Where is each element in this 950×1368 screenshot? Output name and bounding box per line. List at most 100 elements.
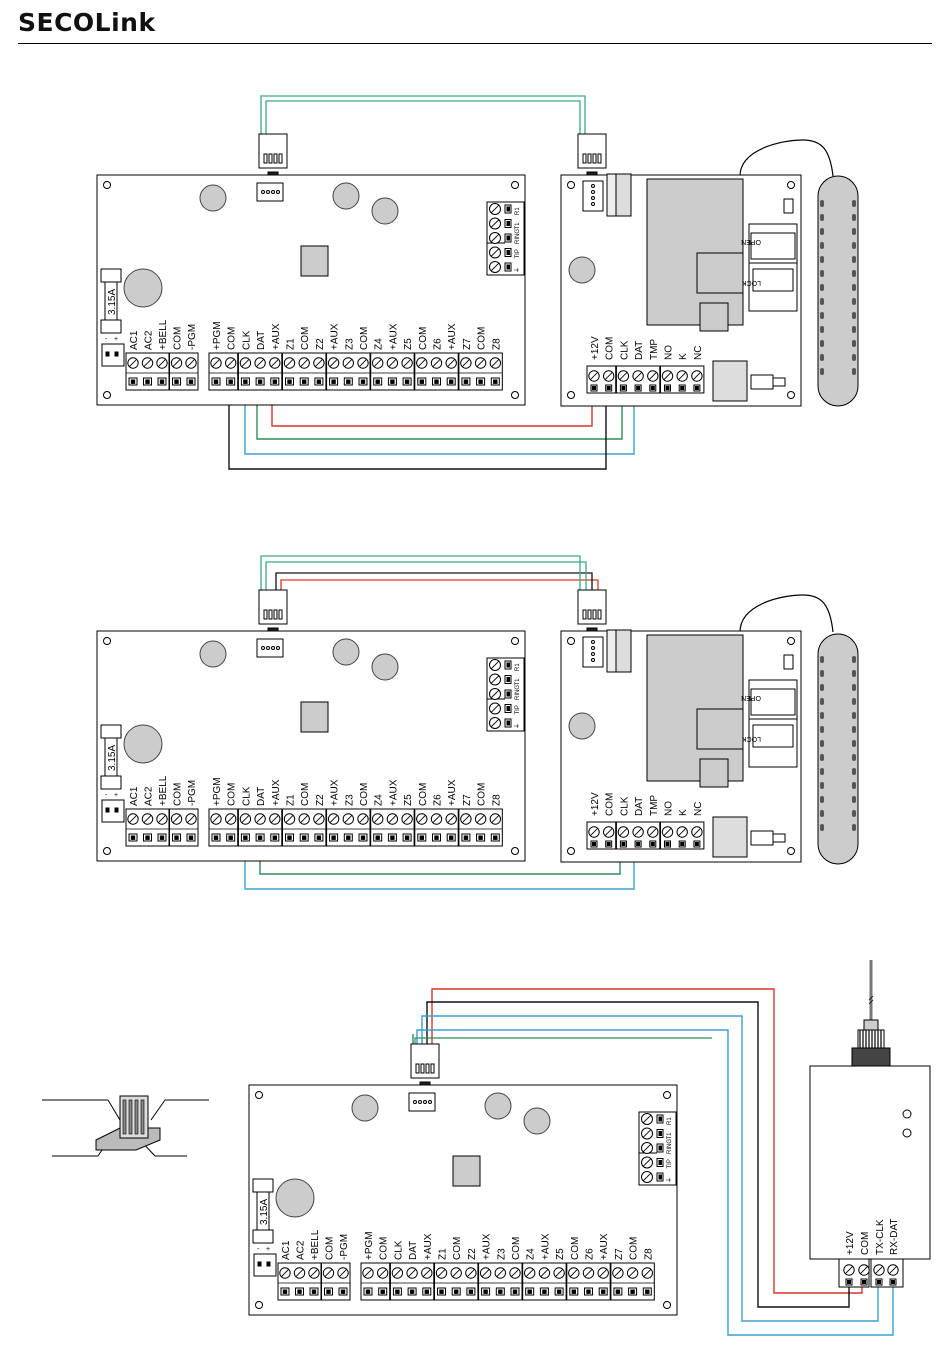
clamp-pin <box>630 1289 635 1294</box>
antenna-nut <box>857 1029 885 1049</box>
antenna-ridge <box>820 326 824 333</box>
clamp-pin <box>365 1289 371 1294</box>
panel-terminal-label: -PGM <box>187 780 198 806</box>
plug-body <box>258 589 288 625</box>
power-minus-label: - <box>105 792 108 799</box>
clamp-pin <box>847 1280 851 1284</box>
screw-slot <box>143 815 152 823</box>
panel-terminal-label: Z7 <box>462 338 473 350</box>
screw-slot <box>569 1269 578 1277</box>
antenna-ridge <box>820 796 824 803</box>
module-terminal-label: NC <box>693 346 704 360</box>
module-terminal-label: DAT <box>634 341 645 360</box>
screw-slot <box>212 359 220 367</box>
screw-slot <box>604 372 613 380</box>
mounting-hole <box>255 1301 263 1309</box>
clamp-pin <box>331 835 336 840</box>
header-pin <box>276 646 280 650</box>
panel-terminal-label: AC1 <box>281 1240 292 1260</box>
screw-slot <box>281 1269 289 1277</box>
header-pin <box>591 658 595 662</box>
antenna-ridge <box>852 726 856 733</box>
antenna-ridge <box>820 740 824 747</box>
mounting-hole <box>567 847 575 855</box>
clamp-pin <box>665 842 670 846</box>
power-plus-label: + <box>114 792 118 799</box>
module-terminal-label: TMP <box>649 339 660 360</box>
screw-slot <box>584 1269 593 1277</box>
antenna-ridge <box>852 326 856 333</box>
screw-slot <box>490 262 500 272</box>
mounting-hole <box>787 181 795 189</box>
clamp-pin <box>434 379 439 384</box>
screw-slot <box>359 359 367 367</box>
panel-terminal-label: Z4 <box>374 794 385 806</box>
clamp-pin <box>316 379 322 384</box>
clamp-pin <box>493 379 498 384</box>
panel-terminal-label: Z6 <box>433 794 444 806</box>
panel-terminal-label: +AUX <box>599 1233 610 1260</box>
clamp-pin <box>478 835 483 840</box>
screw-slot <box>490 689 500 699</box>
power-plus-label: + <box>114 336 118 343</box>
screw-slot <box>678 372 687 380</box>
wire-black <box>275 572 593 590</box>
clamp-pin <box>493 835 498 840</box>
mounting-hole <box>787 847 795 855</box>
screw-slot <box>490 248 500 257</box>
wire-cable <box>260 555 581 590</box>
screw-slot <box>663 828 672 836</box>
screw-slot <box>417 815 426 823</box>
clamp-pin <box>375 835 380 840</box>
power-pin <box>114 351 119 357</box>
fuse-cap <box>252 1178 274 1193</box>
gsm-chip <box>646 178 744 326</box>
panel-terminal-label: +AUX <box>271 779 282 806</box>
chip <box>300 245 329 277</box>
clamp-pin <box>478 379 483 384</box>
mounting-hole <box>103 181 111 189</box>
phone-terminal-label: R1 <box>515 207 521 215</box>
screw-slot <box>663 372 672 380</box>
fuse-body <box>256 1191 270 1231</box>
capacitor <box>199 640 227 668</box>
capacitor <box>371 197 399 225</box>
clamp-pin <box>360 379 366 384</box>
clamp-pin <box>454 1289 459 1294</box>
screw-slot <box>256 359 265 367</box>
header-pin <box>276 190 280 194</box>
screw-slot <box>295 1269 304 1277</box>
antenna <box>817 633 859 865</box>
screw-slot <box>642 1143 652 1153</box>
screw-slot <box>452 1269 461 1277</box>
antenna-ridge <box>852 284 856 291</box>
clamp-pin <box>326 1289 331 1294</box>
relay <box>712 360 748 402</box>
antenna-ridge <box>820 284 824 291</box>
antenna-ridge <box>852 824 856 831</box>
power-pin <box>257 1261 262 1267</box>
screw-slot <box>403 359 412 367</box>
panel-terminal-label: Z2 <box>315 338 326 350</box>
screw-slot <box>373 359 382 367</box>
panel-terminal-label: COM <box>173 327 184 350</box>
bus-plug <box>258 589 288 639</box>
clamp-pin <box>586 1289 591 1294</box>
screw-slot <box>555 1269 564 1277</box>
usb-port <box>750 374 774 390</box>
connector-pin <box>122 1099 127 1135</box>
header-pin <box>261 646 265 650</box>
panel-terminal-label: Z3 <box>496 1248 507 1260</box>
clamp-pin <box>302 379 307 384</box>
clamp-pin <box>592 842 596 846</box>
screw-slot <box>241 815 250 823</box>
screw-slot <box>158 815 166 823</box>
phone-terminal-label: ⏚ <box>514 723 521 729</box>
screw-slot <box>604 828 613 836</box>
panel-terminal-label: COM <box>452 1237 463 1260</box>
mounting-hole <box>511 847 519 855</box>
clamp-pin <box>506 206 510 212</box>
